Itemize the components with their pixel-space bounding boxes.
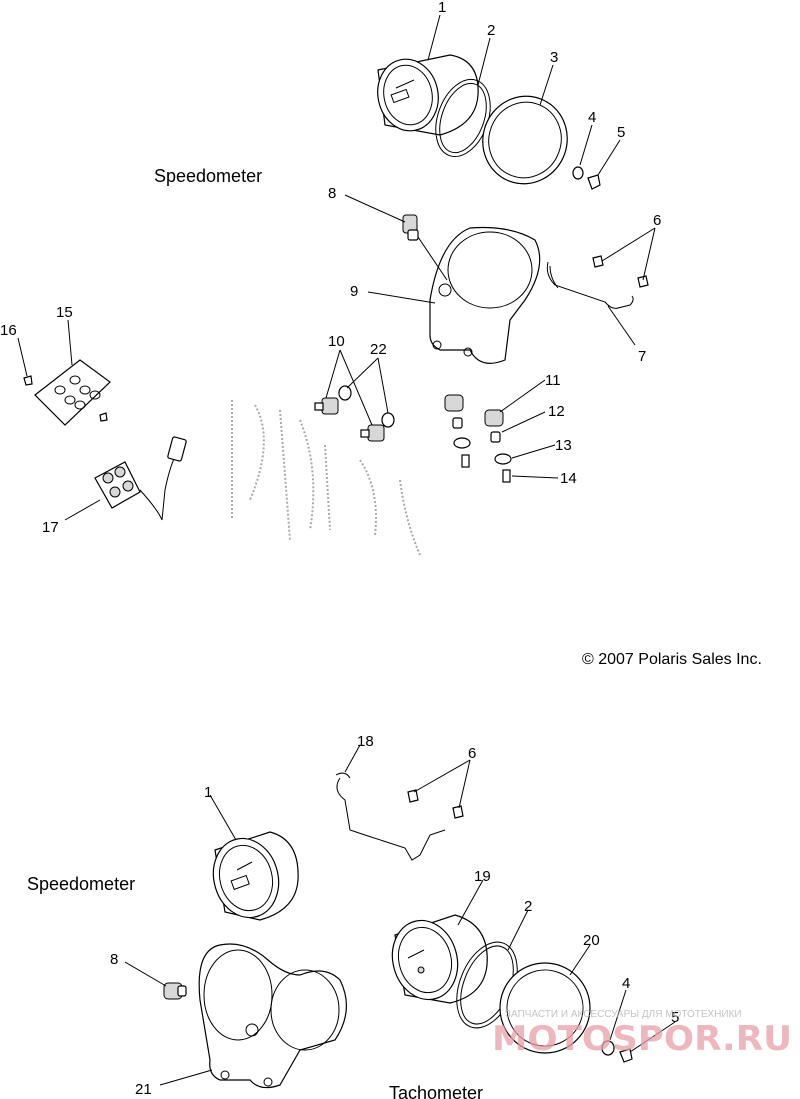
callout-13: 13 xyxy=(555,437,572,454)
top-callouts: 1 2 3 4 5 6 7 8 9 10 11 12 13 14 15 16 1… xyxy=(0,0,661,536)
speedometer-gauge-part xyxy=(377,54,479,136)
clip-parts xyxy=(592,255,649,288)
bottom-gauge-assembly: 18 6 1 19 2 20 8 4 5 21 Speedometer Tach… xyxy=(27,733,679,1099)
dual-mounting-bracket-part xyxy=(198,943,348,1089)
washer-bottom-part xyxy=(601,1040,615,1056)
callout-6: 6 xyxy=(653,212,661,229)
callout-14: 14 xyxy=(560,470,577,487)
top-leader-lines xyxy=(17,14,656,521)
callout-19: 19 xyxy=(474,868,491,885)
bulb-holder-parts xyxy=(444,394,512,483)
callout-1: 1 xyxy=(438,0,446,16)
callout-21: 21 xyxy=(135,1081,152,1098)
callout-9: 9 xyxy=(350,283,358,300)
callout-15: 15 xyxy=(56,304,73,321)
bulb-socket-part xyxy=(402,214,419,241)
callout-11: 11 xyxy=(545,372,561,389)
callout-12: 12 xyxy=(548,403,565,420)
wire-harness-18-part xyxy=(336,777,446,861)
top-speedometer-assembly: 1 2 3 4 5 6 7 8 9 10 11 12 13 14 15 16 1… xyxy=(0,0,661,556)
callout-4-bottom: 4 xyxy=(622,975,630,992)
washer-part xyxy=(572,166,584,180)
bulb-block-part xyxy=(94,436,187,521)
tachometer-gauge-part xyxy=(391,914,488,1004)
washer-22-part xyxy=(338,385,352,401)
callout-1-bottom: 1 xyxy=(204,784,212,801)
bottom-callouts: 18 6 1 19 2 20 8 4 5 21 xyxy=(110,733,679,1098)
indicator-panel-part xyxy=(34,359,111,426)
watermark-brand: MOTOSPOR.RU xyxy=(492,1019,792,1059)
callout-2: 2 xyxy=(487,22,495,39)
nut-bottom-part xyxy=(619,1048,633,1063)
callout-4: 4 xyxy=(588,109,596,126)
callout-16: 16 xyxy=(0,322,17,339)
nut-part xyxy=(587,174,601,190)
callout-22: 22 xyxy=(370,341,387,358)
copyright-text: © 2007 Polaris Sales Inc. xyxy=(582,651,762,668)
callout-7: 7 xyxy=(638,348,646,365)
tachometer-housing-part xyxy=(499,962,591,1054)
bottom-leader-lines xyxy=(124,744,676,1086)
screw-part xyxy=(23,375,33,386)
wire-harness-part xyxy=(546,261,634,309)
tachometer-label: Tachometer xyxy=(389,1083,483,1099)
callout-5: 5 xyxy=(617,124,625,141)
callout-10: 10 xyxy=(328,333,345,350)
callout-6-bottom: 6 xyxy=(468,745,476,762)
clip-parts-bottom xyxy=(407,789,464,819)
callout-2-bottom: 2 xyxy=(524,898,532,915)
callout-17: 17 xyxy=(42,519,59,536)
speedometer-gauge-bottom-part xyxy=(212,831,299,921)
gauge-housing-part xyxy=(482,95,568,185)
top-speedometer-label: Speedometer xyxy=(154,166,262,186)
bottom-speedometer-label: Speedometer xyxy=(27,874,135,894)
bulb-socket-bottom-part xyxy=(163,982,187,1000)
watermark-tagline: ЗАПЧАСТИ И АКСЕССУАРЫ ДЛЯ МОТОТЕХНИКИ xyxy=(505,1009,742,1020)
watermark: ЗАПЧАСТИ И АКСЕССУАРЫ ДЛЯ МОТОТЕХНИКИ MO… xyxy=(492,1009,792,1059)
faded-background-shapes xyxy=(231,400,421,556)
callout-8-bottom: 8 xyxy=(110,951,118,968)
callout-18: 18 xyxy=(357,733,374,750)
grommet-parts xyxy=(314,397,385,442)
callout-3: 3 xyxy=(550,49,558,66)
callout-20: 20 xyxy=(583,932,600,949)
callout-5-bottom: 5 xyxy=(671,1009,679,1026)
callout-8: 8 xyxy=(328,185,336,202)
mounting-bracket-part xyxy=(429,226,541,364)
